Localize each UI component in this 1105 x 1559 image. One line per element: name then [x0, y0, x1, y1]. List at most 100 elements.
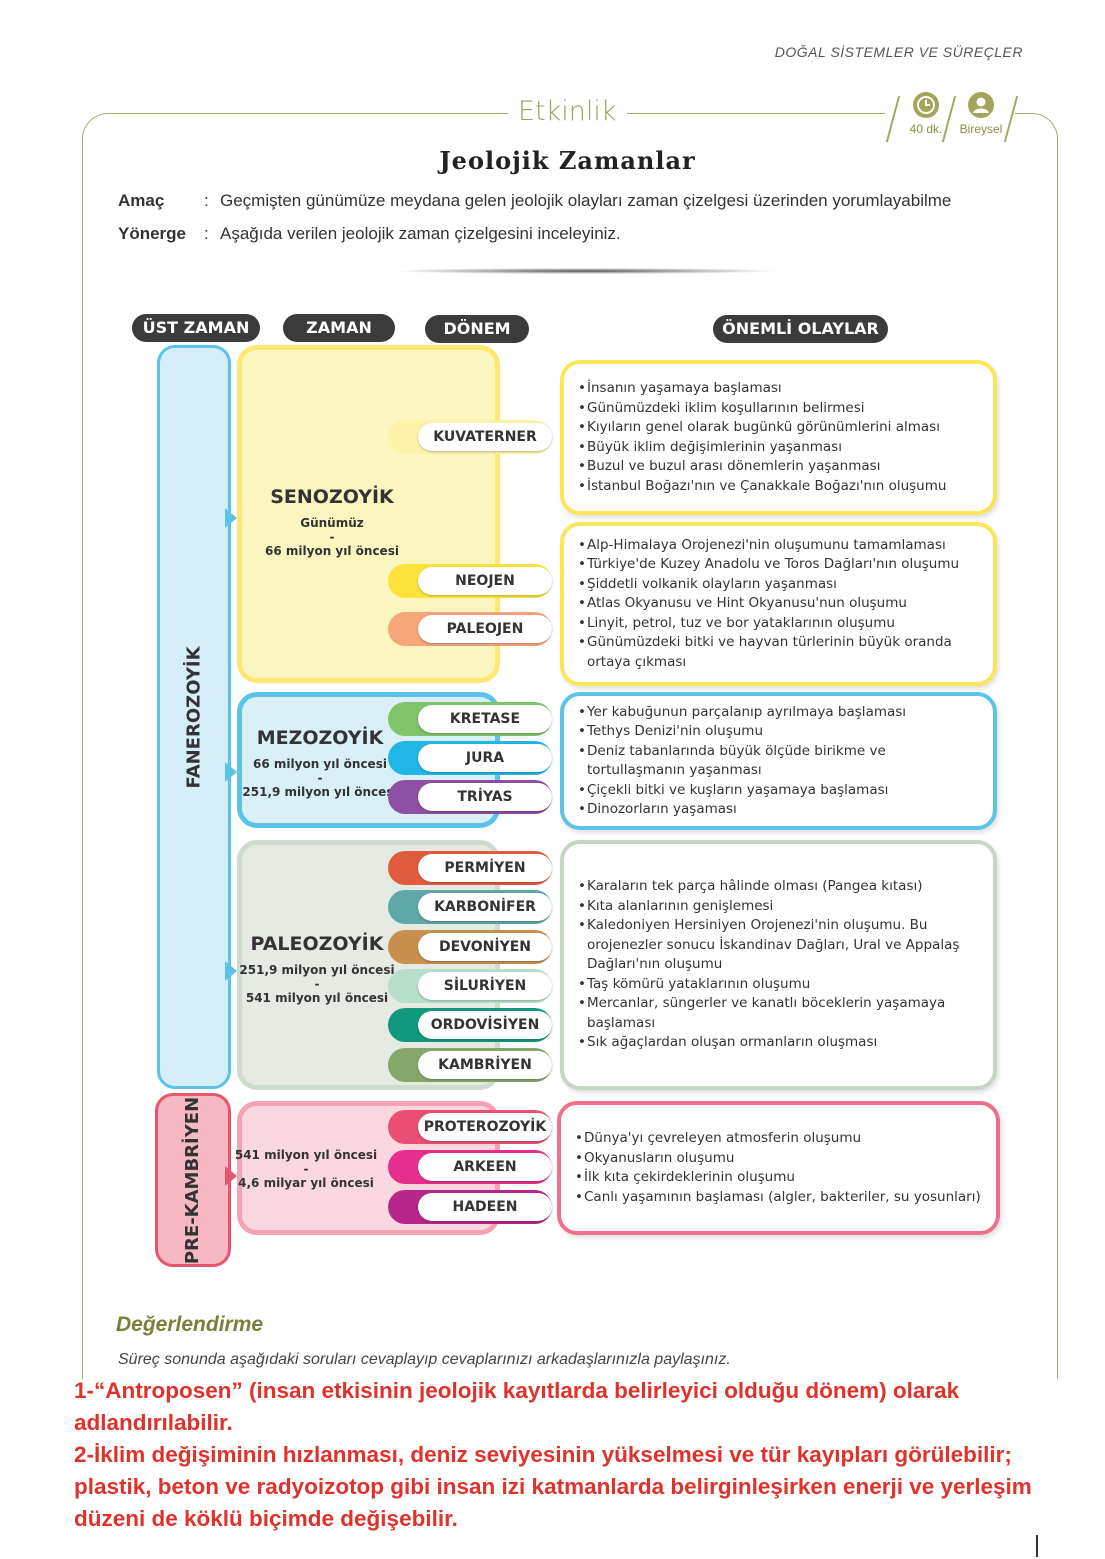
period-devoniyen: DEVONİYEN: [388, 930, 552, 964]
evaluation-text: Süreç sonunda aşağıdaki soruları cevapla…: [118, 1351, 731, 1368]
duration-badge: 40 dk.: [903, 92, 949, 136]
event-item: Deniz tabanlarında büyük ölçüde birikme …: [578, 742, 983, 781]
clock-icon: [913, 92, 939, 118]
period-label: KUVATERNER: [418, 423, 552, 451]
instruction-text: Aşağıda verilen jeolojik zaman çizelgesi…: [220, 224, 621, 243]
event-item: İnsanın yaşamaya başlaması: [578, 379, 983, 399]
era-date-start: 251,9 milyon yıl öncesi: [239, 963, 395, 977]
event-list: Alp-Himalaya Orojenezi'nin oluşumunu tam…: [578, 536, 983, 673]
period-label: SİLURİYEN: [418, 972, 552, 1000]
period-label: PROTEROZOYİK: [418, 1113, 552, 1141]
period-kambriyen: KAMBRİYEN: [388, 1048, 552, 1082]
activity-label: Etkinlik: [508, 96, 627, 127]
header-zaman: ZAMAN: [283, 314, 395, 342]
page-marker: [1036, 1535, 1038, 1557]
event-item: Kıyıların genel olarak bugünkü görünümle…: [578, 418, 983, 438]
eon-prekambriyen: PRE-KAMBRİYEN: [155, 1093, 231, 1267]
period-label: HADEEN: [418, 1193, 552, 1221]
era-name: SENOZOYİK: [270, 486, 394, 508]
aim-sep: :: [204, 191, 209, 210]
event-item: Çiçekli bitki ve kuşların yaşamaya başla…: [578, 781, 983, 801]
eon-arrow: [225, 1166, 237, 1186]
era-date-end: 4,6 milyar yıl öncesi: [238, 1176, 374, 1190]
period-triyas: TRİYAS: [388, 780, 552, 814]
aim-row: Amaç:Geçmişten günümüze meydana gelen je…: [118, 191, 951, 211]
period-proterozoyik: PROTEROZOYİK: [388, 1110, 552, 1144]
period-label: TRİYAS: [418, 783, 552, 811]
event-item: Atlas Okyanusu ve Hint Okyanusu'nun oluş…: [578, 594, 983, 614]
answer-2: 2-İklim değişiminin hızlanması, deniz se…: [74, 1442, 1032, 1531]
event-item: Türkiye'de Kuzey Anadolu ve Toros Dağlar…: [578, 555, 983, 575]
event-item: İstanbul Boğazı'nın ve Çanakkale Boğazı'…: [578, 477, 983, 497]
era-date-dash: -: [314, 977, 320, 991]
event-item: Günümüzdeki iklim koşullarının belirmesi: [578, 399, 983, 419]
era-date-start: Günümüz: [300, 516, 364, 530]
period-label: PERMİYEN: [418, 854, 552, 882]
event-item: Okyanusların oluşumu: [575, 1149, 986, 1169]
event-item: Kıta alanlarının genişlemesi: [578, 897, 983, 917]
event-item: Linyit, petrol, tuz ve bor yataklarının …: [578, 614, 983, 634]
event-item: Kaledoniyen Hersiniyen Orojenezi'nin olu…: [578, 916, 983, 975]
evaluation-title: Değerlendirme: [116, 1313, 264, 1336]
period-ordovisiyen: ORDOVİSİYEN: [388, 1008, 552, 1042]
eon-arrow: [225, 961, 237, 981]
mode-badge: Bireysel: [953, 92, 1009, 136]
event-item: Dinozorların yaşaması: [578, 800, 983, 820]
eon-fanerozoyik: FANEROZOYİK: [157, 345, 231, 1089]
header-onemli-olaylar: ÖNEMLİ OLAYLAR: [713, 315, 888, 343]
event-list: İnsanın yaşamaya başlaması Günümüzdeki i…: [578, 379, 983, 496]
event-item: Günümüzdeki bitki ve hayvan türlerinin b…: [578, 633, 983, 672]
era-date-end: 251,9 milyon yıl öncesi: [242, 785, 398, 799]
period-jura: JURA: [388, 741, 552, 775]
header-ust-zaman: ÜST ZAMAN: [132, 314, 260, 342]
event-item: Büyük iklim değişimlerinin yaşanması: [578, 438, 983, 458]
period-arkeen: ARKEEN: [388, 1150, 552, 1184]
era-date-start: 66 milyon yıl öncesi: [253, 757, 387, 771]
events-neojen-paleojen: Alp-Himalaya Orojenezi'nin oluşumunu tam…: [560, 522, 997, 686]
period-paleojen: PALEOJEN: [388, 612, 552, 646]
event-item: Şiddetli volkanik olayların yaşanması: [578, 575, 983, 595]
period-label: KRETASE: [418, 705, 552, 733]
eon-arrow: [225, 508, 237, 528]
event-item: Yer kabuğunun parçalanıp ayrılmaya başla…: [578, 703, 983, 723]
page-title: Jeolojik Zamanlar: [439, 146, 696, 175]
eon-label: PRE-KAMBRİYEN: [182, 1096, 204, 1264]
era-date-end: 66 milyon yıl öncesi: [265, 544, 399, 558]
period-kuvaterner: KUVATERNER: [388, 420, 552, 454]
era-date-dash: -: [317, 771, 323, 785]
event-item: Canlı yaşamının başlaması (algler, bakte…: [575, 1188, 986, 1208]
period-label: ARKEEN: [418, 1153, 552, 1181]
period-hadeen: HADEEN: [388, 1190, 552, 1224]
event-item: Tethys Denizi'nin oluşumu: [578, 722, 983, 742]
period-label: KAMBRİYEN: [418, 1051, 552, 1079]
event-item: Taş kömürü yataklarının oluşumu: [578, 975, 983, 995]
eon-arrow: [225, 762, 237, 782]
period-karbonifer: KARBONİFER: [388, 890, 552, 924]
era-date-start: 541 milyon yıl öncesi: [234, 1148, 378, 1162]
running-header: DOĞAL SİSTEMLER VE SÜREÇLER: [774, 44, 1023, 60]
events-prekambriyen: Dünya'yı çevreleyen atmosferin oluşumu O…: [557, 1101, 1000, 1235]
person-icon: [968, 92, 994, 118]
instruction-row: Yönerge:Aşağıda verilen jeolojik zaman ç…: [118, 224, 621, 244]
period-label: KARBONİFER: [418, 893, 552, 921]
events-kuvaterner: İnsanın yaşamaya başlaması Günümüzdeki i…: [560, 360, 997, 515]
answer-1: 1-“Antroposen” (insan etkisinin jeolojik…: [74, 1378, 960, 1435]
event-list: Dünya'yı çevreleyen atmosferin oluşumu O…: [575, 1129, 986, 1207]
era-prekambriyen-text: 541 milyon yıl öncesi - 4,6 milyar yıl ö…: [226, 1148, 386, 1190]
aim-label: Amaç: [118, 191, 165, 210]
era-date-dash: -: [329, 530, 335, 544]
event-list: Karaların tek parça hâlinde olması (Pang…: [578, 877, 983, 1053]
eon-label: FANEROZOYİK: [183, 645, 205, 789]
period-siluriyen: SİLURİYEN: [388, 969, 552, 1003]
event-item: Mercanlar, süngerler ve kanatlı böcekler…: [578, 994, 983, 1033]
event-item: İlk kıta çekirdeklerinin oluşumu: [575, 1168, 986, 1188]
era-name: PALEOZOYİK: [250, 933, 384, 955]
era-senozoyik-text: SENOZOYİK Günümüz - 66 milyon yıl öncesi: [252, 486, 412, 558]
title-divider: [390, 268, 780, 274]
event-item: Karaların tek parça hâlinde olması (Pang…: [578, 877, 983, 897]
era-paleozoyik-text: PALEOZOYİK 251,9 milyon yıl öncesi - 541…: [237, 933, 397, 1005]
period-label: NEOJEN: [418, 567, 552, 595]
event-item: Sık ağaçlardan oluşan ormanların oluşmas…: [578, 1033, 983, 1053]
duration-text: 40 dk.: [909, 122, 943, 136]
era-date-dash: -: [303, 1162, 309, 1176]
